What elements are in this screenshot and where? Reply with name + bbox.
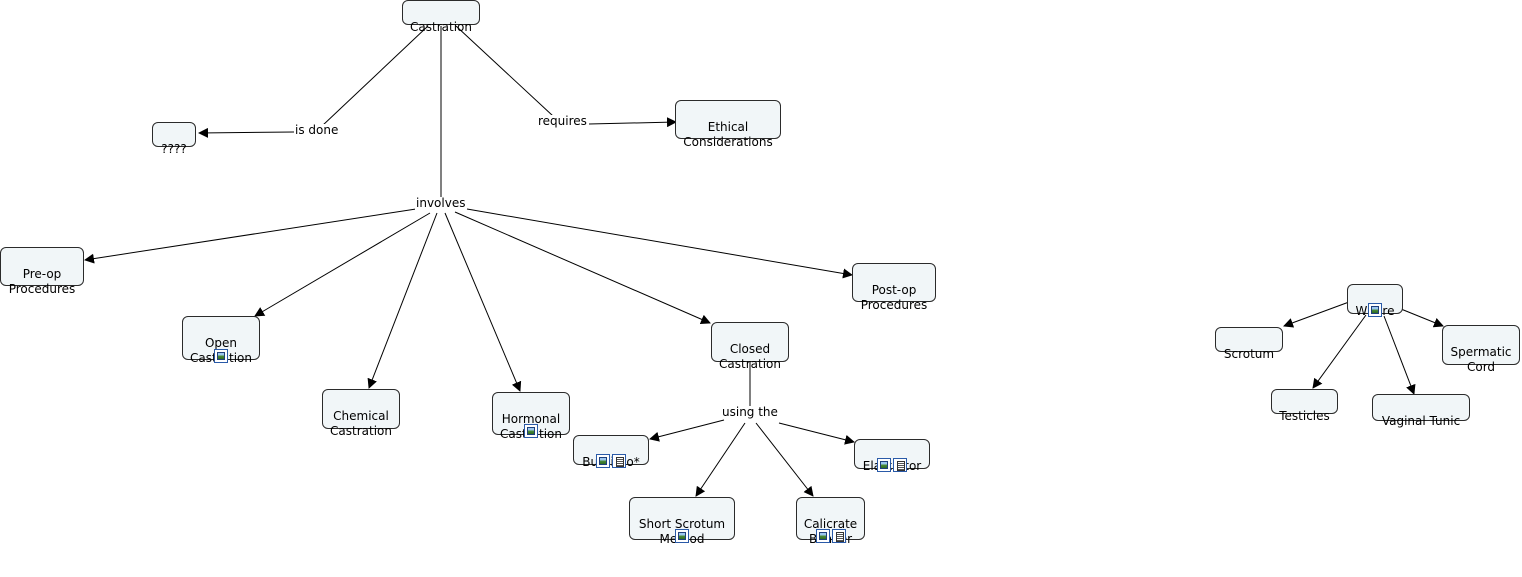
edge-where-spermatic-cord	[1400, 308, 1444, 328]
edge-where-scrotum	[1283, 301, 1350, 328]
concept-label: Castration	[410, 20, 472, 34]
edge-involves-closed	[454, 211, 711, 324]
image-icon[interactable]	[815, 529, 830, 543]
concept-postop-procedures[interactable]: Post-op Procedures	[852, 263, 936, 312]
image-icon[interactable]	[877, 458, 891, 472]
resource-icons	[1348, 303, 1402, 319]
concept-burdizzo[interactable]: Burdizzo*	[573, 435, 649, 469]
resource-icons	[493, 424, 569, 440]
resource-icons	[183, 349, 259, 365]
concept-label: Ethical Considerations	[683, 120, 773, 149]
edge-castration-requires	[455, 25, 554, 117]
concept-label: ????	[161, 142, 187, 156]
link-involves[interactable]: involves	[415, 196, 467, 210]
concept-castration[interactable]: Castration	[402, 0, 480, 34]
concept-label: Chemical Castration	[330, 409, 392, 438]
edge-where-vaginal-tunic	[1383, 315, 1416, 395]
edge-using-the-short-scrotum	[695, 422, 746, 497]
concept-label: Pre-op Procedures	[8, 267, 76, 296]
concept-label: Post-op Procedures	[860, 283, 928, 312]
image-icon[interactable]	[1368, 303, 1382, 317]
concept-elastrator[interactable]: Elastrator	[854, 439, 930, 473]
concept-spermatic-cord[interactable]: Spermatic Cord	[1442, 325, 1520, 374]
concept-map-connections	[84, 25, 1444, 497]
edge-using-the-burdizzo	[649, 419, 725, 442]
concept-label: Vaginal Tunic	[1381, 414, 1461, 428]
image-icon[interactable]	[524, 424, 538, 438]
edge-involves-postop	[466, 208, 853, 279]
edge-is-done-unknown	[198, 127, 295, 138]
edge-where-testicles	[1312, 314, 1367, 389]
edge-involves-preop	[84, 208, 417, 264]
resource-icons	[630, 529, 734, 545]
image-icon[interactable]	[596, 454, 610, 468]
concept-vaginal-tunic[interactable]: Vaginal Tunic	[1372, 394, 1470, 428]
concept-label: Scrotum	[1223, 347, 1275, 361]
edge-using-the-elastrator	[778, 422, 855, 445]
document-icon[interactable]	[893, 458, 907, 472]
concept-closed-castration[interactable]: Closed Castration	[711, 322, 789, 371]
resource-icons	[797, 529, 864, 545]
link-is-done[interactable]: is done	[294, 123, 340, 137]
edge-using-the-calicrate	[755, 422, 814, 497]
edge-requires-ethical	[588, 117, 677, 128]
concept-short-scrotum-method[interactable]: Short Scrotum Method	[629, 497, 735, 546]
edge-involves-open	[254, 212, 431, 317]
concept-calicrate-bander[interactable]: Calicrate Bander	[796, 497, 865, 546]
edge-involves-chemical	[367, 212, 438, 389]
concept-label: Closed Castration	[719, 342, 781, 371]
concept-scrotum[interactable]: Scrotum	[1215, 327, 1283, 361]
concept-unknown[interactable]: ????	[152, 122, 196, 156]
image-icon[interactable]	[214, 349, 228, 363]
concept-chemical-castration[interactable]: Chemical Castration	[322, 389, 400, 438]
concept-ethical-considerations[interactable]: Ethical Considerations	[675, 100, 781, 149]
document-icon[interactable]	[831, 529, 846, 543]
concept-label: Spermatic Cord	[1450, 345, 1512, 374]
edge-involves-hormonal	[444, 212, 522, 392]
resource-icons	[574, 454, 648, 470]
resource-icons	[855, 458, 929, 474]
concept-preop-procedures[interactable]: Pre-op Procedures	[0, 247, 84, 296]
image-icon[interactable]	[675, 529, 689, 543]
concept-testicles[interactable]: Testicles	[1271, 389, 1338, 423]
concept-label: Testicles	[1279, 409, 1330, 423]
link-requires[interactable]: requires	[537, 114, 588, 128]
concept-where[interactable]: Where	[1347, 284, 1403, 318]
link-using-the[interactable]: using the	[721, 405, 779, 419]
concept-hormonal-castration[interactable]: Hormonal Castration	[492, 392, 570, 441]
concept-open-castration[interactable]: Open Castration	[182, 316, 260, 365]
edge-castration-is-done	[321, 25, 429, 127]
document-icon[interactable]	[612, 454, 626, 468]
